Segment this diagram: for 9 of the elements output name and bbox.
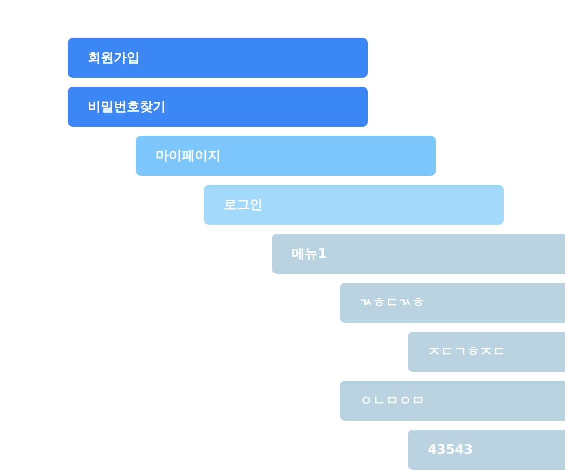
menu-bar: 메뉴1 bbox=[272, 234, 565, 274]
menu-bar: 로그인 bbox=[204, 185, 504, 225]
menu-bar: ㅈㄷㄱㅎㅈㄷ bbox=[408, 332, 565, 372]
menu-bar: 비밀번호찾기 bbox=[68, 87, 368, 127]
menu-bar: 43543 bbox=[408, 430, 565, 470]
menu-bar: 마이페이지 bbox=[136, 136, 436, 176]
menu-bar: ㅇㄴㅁㅇㅁ bbox=[340, 381, 565, 421]
menu-bar: 회원가입 bbox=[68, 38, 368, 78]
menu-bar: ㄳㅎㄷㄳㅎ bbox=[340, 283, 565, 323]
